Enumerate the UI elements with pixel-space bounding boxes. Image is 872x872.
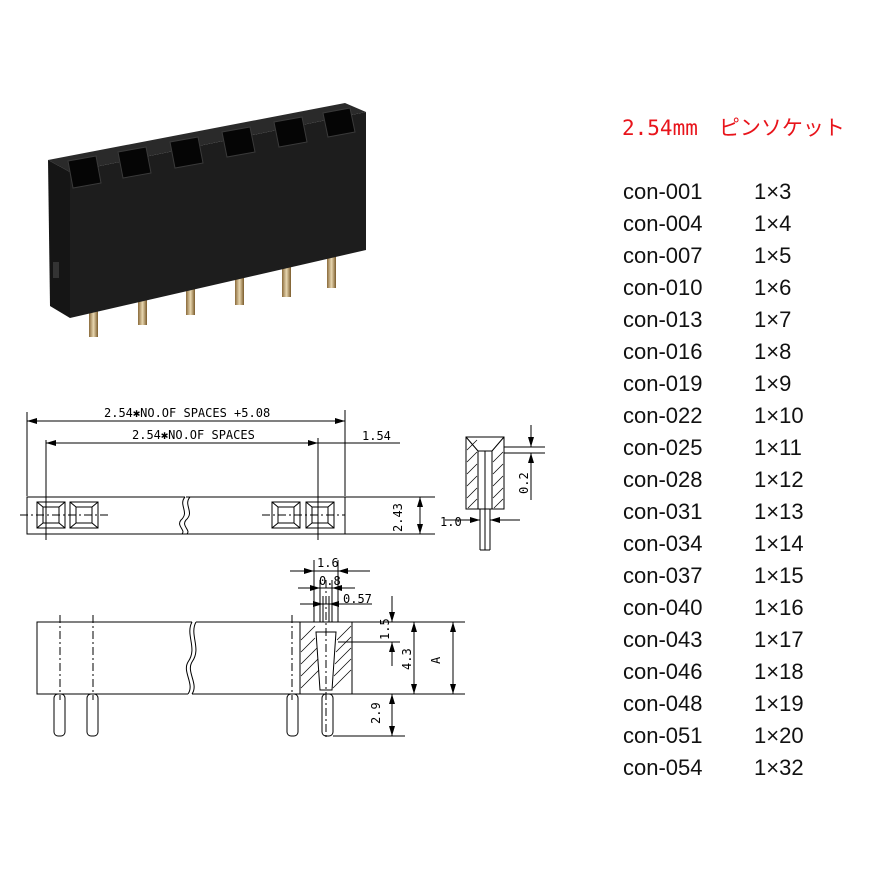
part-size: 1×32 bbox=[754, 755, 804, 780]
part-size: 1×12 bbox=[754, 467, 804, 492]
part-size: 1×16 bbox=[754, 595, 804, 620]
part-list: con-001 1×3 con-004 1×4 con-007 1×5 con-010… bbox=[623, 176, 804, 784]
list-item: con-022 1×10 bbox=[623, 400, 804, 432]
part-code: con-054 bbox=[623, 755, 703, 780]
list-item: con-025 1×11 bbox=[623, 432, 804, 464]
list-item: con-007 1×5 bbox=[623, 240, 804, 272]
dim-end-offset: 1.54 bbox=[362, 429, 391, 443]
part-size: 1×7 bbox=[754, 307, 792, 332]
list-item: con-013 1×7 bbox=[623, 304, 804, 336]
dim-height-a: A bbox=[429, 656, 443, 664]
part-size: 1×4 bbox=[754, 211, 792, 236]
part-code: con-043 bbox=[623, 627, 703, 652]
part-code: con-046 bbox=[623, 659, 703, 684]
part-code: con-004 bbox=[623, 211, 703, 236]
part-code: con-048 bbox=[623, 691, 703, 716]
list-item: con-054 1×32 bbox=[623, 752, 804, 784]
part-size: 1×14 bbox=[754, 531, 804, 556]
part-code: con-025 bbox=[623, 435, 703, 460]
part-size: 1×3 bbox=[754, 179, 792, 204]
list-item: con-034 1×14 bbox=[623, 528, 804, 560]
list-item: con-031 1×13 bbox=[623, 496, 804, 528]
dim-pitch-inner: 0.8 bbox=[319, 574, 341, 588]
part-size: 1×5 bbox=[754, 243, 792, 268]
part-code: con-007 bbox=[623, 243, 703, 268]
dim-pin-length: 2.9 bbox=[369, 702, 383, 724]
list-item: con-048 1×19 bbox=[623, 688, 804, 720]
technical-drawing: 2.54✱NO.OF SPACES +5.08 2.54✱NO.OF SPACE… bbox=[20, 406, 545, 740]
dim-pitch-length: 2.54✱NO.OF SPACES bbox=[132, 428, 255, 442]
part-size: 1×13 bbox=[754, 499, 804, 524]
list-item: con-051 1×20 bbox=[623, 720, 804, 752]
socket-holes bbox=[67, 107, 356, 189]
part-code: con-010 bbox=[623, 275, 703, 300]
dim-overall-length: 2.54✱NO.OF SPACES +5.08 bbox=[104, 406, 270, 420]
list-item: con-043 1×17 bbox=[623, 624, 804, 656]
dim-pitch-outer: 1.6 bbox=[317, 556, 339, 570]
part-size: 1×15 bbox=[754, 563, 804, 588]
dim-contact: 0.57 bbox=[343, 592, 372, 606]
socket-pins bbox=[89, 256, 336, 337]
part-code: con-016 bbox=[623, 339, 703, 364]
part-size: 1×6 bbox=[754, 275, 792, 300]
part-size: 1×9 bbox=[754, 371, 792, 396]
dim-upper: 1.5 bbox=[378, 618, 392, 640]
list-item: con-001 1×3 bbox=[623, 176, 804, 208]
part-size: 1×10 bbox=[754, 403, 804, 428]
part-code: con-001 bbox=[623, 179, 703, 204]
list-item: con-028 1×12 bbox=[623, 464, 804, 496]
product-title: 2.54mm ピンソケット bbox=[622, 116, 845, 140]
product-photo bbox=[48, 103, 366, 337]
part-size: 1×8 bbox=[754, 339, 792, 364]
list-item: con-004 1×4 bbox=[623, 208, 804, 240]
list-item: con-019 1×9 bbox=[623, 368, 804, 400]
part-code: con-019 bbox=[623, 371, 703, 396]
part-code: con-022 bbox=[623, 403, 703, 428]
part-size: 1×18 bbox=[754, 659, 804, 684]
list-item: con-046 1×18 bbox=[623, 656, 804, 688]
dim-width: 2.43 bbox=[391, 503, 405, 532]
dim-body-height: 4.3 bbox=[400, 648, 414, 670]
part-code: con-034 bbox=[623, 531, 703, 556]
part-code: con-031 bbox=[623, 499, 703, 524]
part-code: con-040 bbox=[623, 595, 703, 620]
part-code: con-051 bbox=[623, 723, 703, 748]
dim-wall: 0.2 bbox=[517, 472, 531, 494]
list-item: con-010 1×6 bbox=[623, 272, 804, 304]
part-code: con-037 bbox=[623, 563, 703, 588]
part-size: 1×11 bbox=[754, 435, 802, 460]
list-item: con-037 1×15 bbox=[623, 560, 804, 592]
part-size: 1×17 bbox=[754, 627, 804, 652]
list-item: con-040 1×16 bbox=[623, 592, 804, 624]
part-code: con-013 bbox=[623, 307, 703, 332]
part-size: 1×20 bbox=[754, 723, 804, 748]
part-size: 1×19 bbox=[754, 691, 804, 716]
dim-pin-offset: 1.0 bbox=[440, 515, 462, 529]
part-code: con-028 bbox=[623, 467, 703, 492]
list-item: con-016 1×8 bbox=[623, 336, 804, 368]
